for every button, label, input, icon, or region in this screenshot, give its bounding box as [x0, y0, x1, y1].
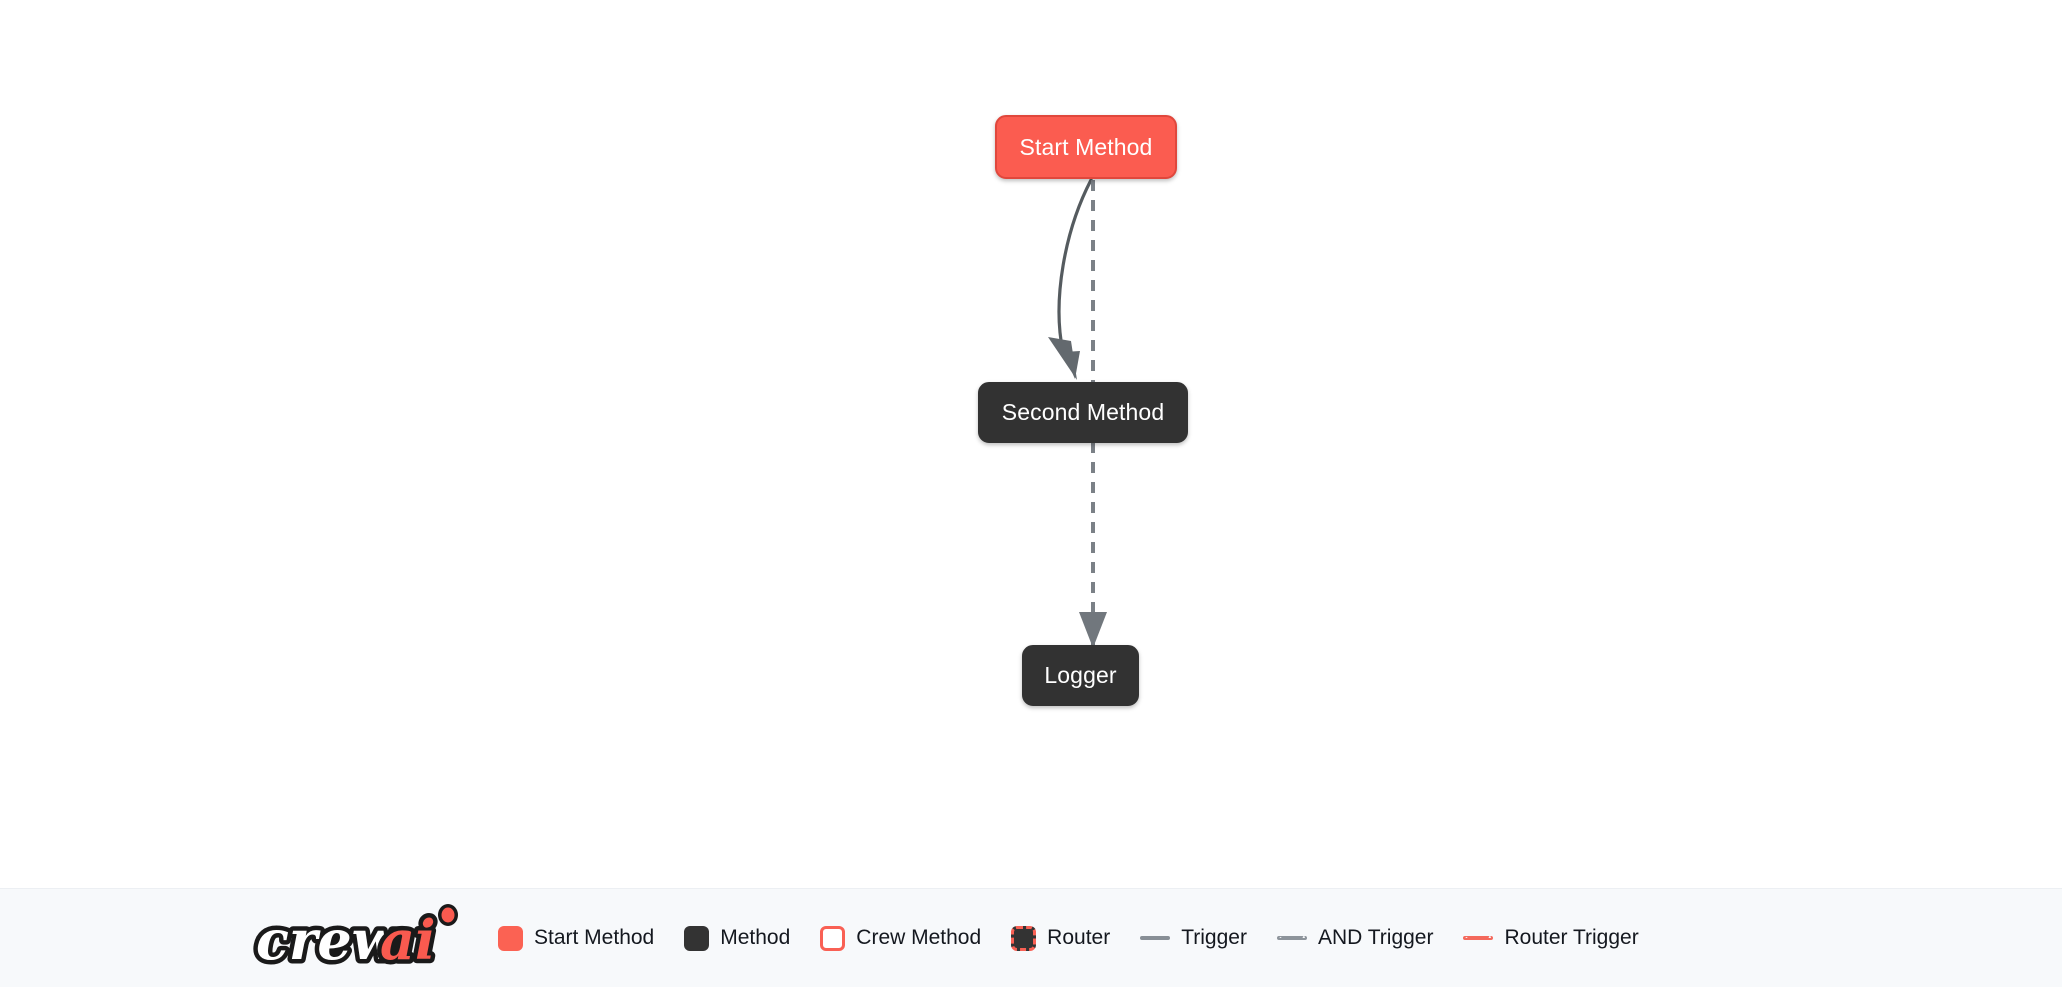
legend-item-label: Trigger: [1181, 926, 1247, 949]
legend-item-and-trigger: AND Trigger: [1276, 926, 1434, 950]
flow-node-logger[interactable]: Logger: [1022, 645, 1139, 706]
legend-item-label: Router Trigger: [1504, 926, 1639, 949]
crewai-logo-text-primary: crew: [256, 908, 401, 972]
trigger-line-swatch-icon: [1140, 936, 1171, 940]
router-swatch-icon: [1011, 925, 1037, 951]
legend-bar: crew crew ai ai Start Method Method Crew…: [0, 888, 2062, 987]
flow-node-label: Second Method: [1001, 399, 1165, 425]
crewai-logo-text-primary-fill: crew: [256, 908, 401, 972]
edge-second-to-logger-and-trigger: [1079, 442, 1107, 648]
legend-item-start-method: Start Method: [498, 925, 655, 951]
legend-item-router-trigger: Router Trigger: [1463, 926, 1639, 950]
legend-item-router: Router: [1011, 925, 1111, 951]
method-swatch-icon: [684, 925, 710, 951]
flow-diagram-canvas[interactable]: Start Method Second Method Logger: [0, 0, 2062, 888]
legend-item-label: Crew Method: [856, 926, 982, 949]
legend-item-label: Start Method: [534, 926, 655, 949]
legend-item-label: Method: [720, 926, 791, 949]
crewai-logo-dot-icon: [438, 904, 458, 926]
legend-item-crew-method: Crew Method: [820, 925, 982, 951]
crewai-logo-text-accent: ai: [380, 908, 436, 972]
flow-node-start-method[interactable]: Start Method: [995, 115, 1177, 179]
crew-method-swatch-icon: [820, 925, 846, 951]
and-trigger-line-swatch-icon: [1276, 936, 1307, 940]
start-method-swatch-icon: [498, 925, 523, 951]
edge-start-to-second-trigger: [1048, 178, 1093, 380]
flow-node-label: Logger: [1044, 662, 1117, 688]
router-trigger-line-swatch-icon: [1463, 936, 1494, 940]
legend-item-label: AND Trigger: [1317, 926, 1434, 949]
legend-item-method: Method: [684, 925, 791, 951]
crewai-logo-text-accent-fill: ai: [380, 908, 436, 972]
flow-node-label: Start Method: [1019, 133, 1153, 160]
crewai-logo: crew crew ai ai: [252, 904, 458, 975]
legend-item-label: Router: [1047, 926, 1111, 949]
legend-item-trigger: Trigger: [1140, 926, 1247, 950]
flow-node-second-method[interactable]: Second Method: [978, 382, 1188, 443]
